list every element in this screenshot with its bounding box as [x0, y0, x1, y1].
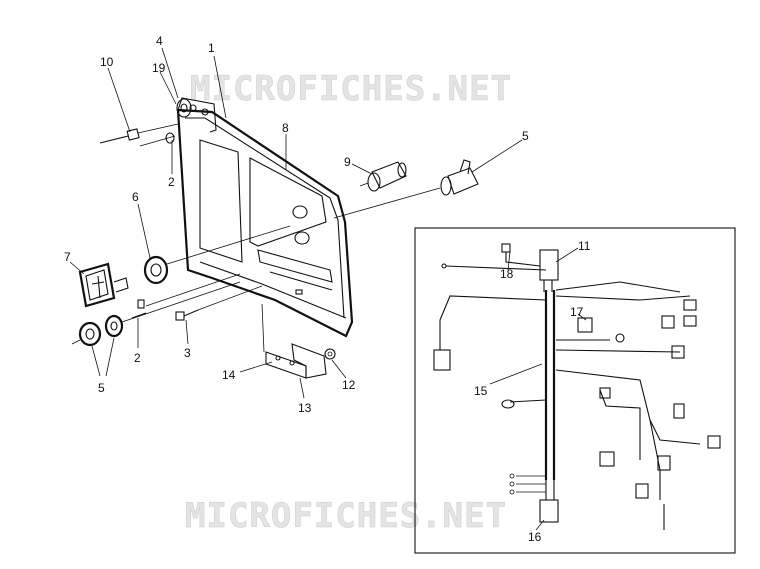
callout-19: 19: [152, 61, 166, 75]
callout-labels: 1 4 19 10 2 8 9 5 6 7 2 3 5 14 13 12 11 …: [64, 34, 591, 544]
item-5-socket: [71, 281, 241, 347]
callout-15: 15: [474, 384, 488, 398]
callout-2-lower: 2: [134, 351, 141, 365]
item-19-screw: [176, 98, 192, 118]
callout-6: 6: [132, 190, 139, 204]
callout-10: 10: [100, 55, 114, 69]
callout-16: 16: [528, 530, 542, 544]
callout-18: 18: [500, 267, 514, 281]
callout-11: 11: [578, 239, 591, 253]
item-6-nut: [143, 225, 291, 285]
item-2-lower-screw: [131, 273, 241, 319]
callout-5-lower: 5: [98, 381, 105, 395]
item-5-toggle-switch: [333, 159, 479, 219]
item-9-switch: [359, 161, 407, 192]
item-12-nut: [324, 348, 336, 360]
callout-5-upper: 5: [522, 129, 529, 143]
wiring-harness: [433, 243, 721, 530]
watermark-bottom: MICROFICHES.NET: [185, 496, 507, 536]
callout-13: 13: [298, 401, 312, 415]
callout-9: 9: [344, 155, 351, 169]
callout-14: 14: [222, 368, 236, 382]
item-2-upper-washer: [165, 132, 175, 144]
item-10-screw: [99, 123, 179, 147]
callout-1: 1: [208, 41, 215, 55]
callout-8: 8: [282, 121, 289, 135]
callout-2-upper: 2: [168, 175, 175, 189]
callout-7: 7: [64, 250, 71, 264]
callout-12: 12: [342, 378, 356, 392]
harness-inset-frame: [414, 227, 736, 554]
dash-panel: [176, 97, 354, 338]
callout-17: 17: [570, 305, 584, 319]
watermark-top: MICROFICHES.NET: [190, 69, 512, 109]
callout-3: 3: [184, 346, 191, 360]
item-13-bracket: [261, 303, 327, 379]
callout-4: 4: [156, 34, 163, 48]
item-7-indicator: [78, 262, 129, 308]
leader-lines: [69, 47, 587, 531]
item-3-bolt: [175, 285, 263, 321]
